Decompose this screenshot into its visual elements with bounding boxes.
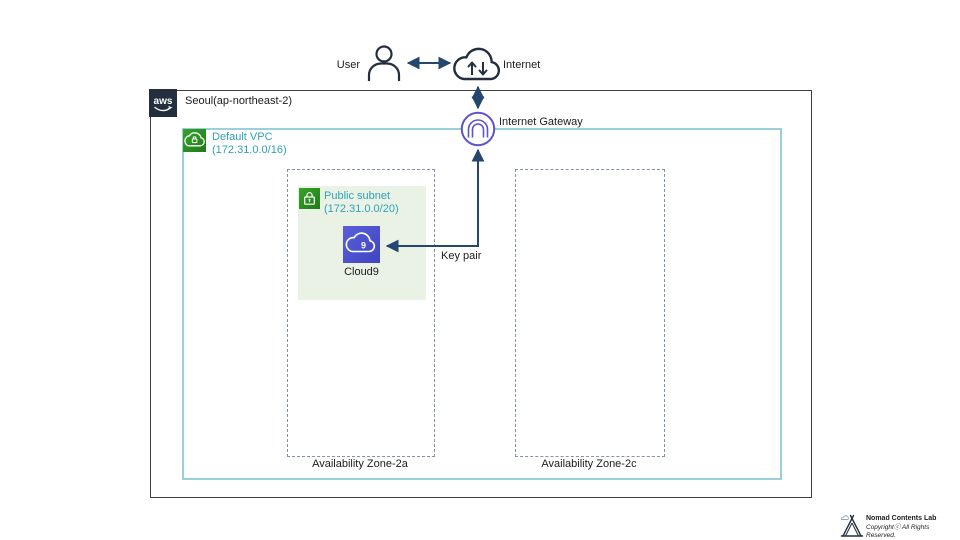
internet-gateway-label: Internet Gateway <box>499 116 583 128</box>
availability-zone-2c-label: Availability Zone-2c <box>541 458 637 470</box>
public-subnet-icon <box>299 188 320 209</box>
key-pair-label: Key pair <box>441 250 482 262</box>
vpc-icon <box>183 129 206 152</box>
availability-zone-2c-box <box>515 169 665 457</box>
subnet-name: Public subnet <box>324 190 391 202</box>
public-subnet-label: Public subnet (172.31.0.0/20) <box>324 190 399 216</box>
cloud9-label: Cloud9 <box>344 266 379 278</box>
internet-cloud-icon <box>453 47 501 81</box>
vpc-cidr: (172.31.0.0/16) <box>212 144 287 156</box>
subnet-cidr: (172.31.0.0/20) <box>324 203 399 215</box>
cloud9-icon: 9 <box>343 226 380 263</box>
vpc-label: Default VPC (172.31.0.0/16) <box>212 131 287 157</box>
internet-gateway-icon <box>460 111 496 147</box>
user-label: User <box>336 59 360 71</box>
nomad-tent-icon <box>840 514 864 537</box>
region-label: Seoul(ap-northeast-2) <box>185 95 293 107</box>
footer-company-name: Nomad Contents Lab <box>866 515 937 522</box>
footer-copyright: Copyrightⓒ All Rights Reserved. <box>866 523 930 540</box>
availability-zone-2a-box <box>287 169 435 457</box>
vpc-box <box>182 128 782 480</box>
availability-zone-2a-label: Availability Zone-2a <box>312 458 408 470</box>
footer-credit: Nomad Contents Lab Copyrightⓒ All Rights… <box>866 515 960 540</box>
vpc-name: Default VPC <box>212 131 273 143</box>
internet-label: Internet <box>503 59 541 71</box>
aws-logo-text: aws <box>154 96 173 107</box>
cloud9-icon-digit: 9 <box>361 241 366 251</box>
user-icon <box>367 45 401 81</box>
aws-logo: aws <box>149 89 177 117</box>
